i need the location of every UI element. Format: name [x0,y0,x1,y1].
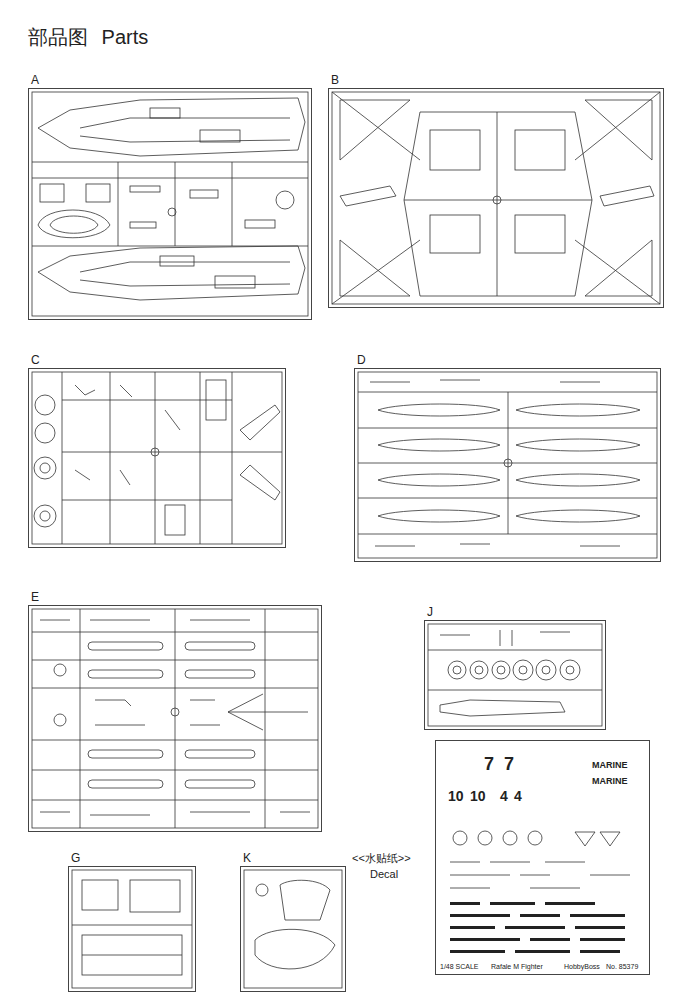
decal-text: 7 [484,755,494,775]
decal-text: 1/48 SCALE [440,963,479,971]
decal-label: Decal [370,868,398,880]
decal-text: Rafale M Fighter [491,963,543,971]
decal-text: 10 [448,789,464,804]
decal-text: No. 85379 [606,963,638,971]
sprue-letter: K [243,852,251,865]
sprue-letter: B [331,74,339,87]
sprue-letter: E [31,591,39,604]
sprue-letter: C [31,354,40,367]
sprue-letter: A [31,74,39,87]
sprue-frame: G [68,866,196,992]
sprue-frame: B [328,88,664,308]
sprue-frame: A [28,88,312,320]
decal-sheet: 77 10 10 44 MARINE MARINE 1/48 SCALE Rafale M F… [435,740,650,975]
sprue-letter: G [71,852,80,865]
sprue-letter: D [357,354,366,367]
decal-text: 4 [514,789,522,804]
sprue-frame: K [240,866,346,992]
sprue-letter: J [427,606,433,619]
sprue-frame: C [28,368,286,548]
decal-label: <<水贴纸>> [352,852,411,864]
decal-text: HobbyBoss [564,963,600,971]
page-title: 部品图 Parts [28,26,148,48]
decal-text: 7 [504,755,514,775]
sprue-frame: D [354,368,661,562]
sprue-frame: J [424,620,606,730]
sprue-frame: E [28,605,322,832]
decal-text: MARINE [592,761,628,771]
decal-text: 4 [500,789,508,804]
decal-text: MARINE [592,777,628,787]
decal-text: 10 [470,789,486,804]
